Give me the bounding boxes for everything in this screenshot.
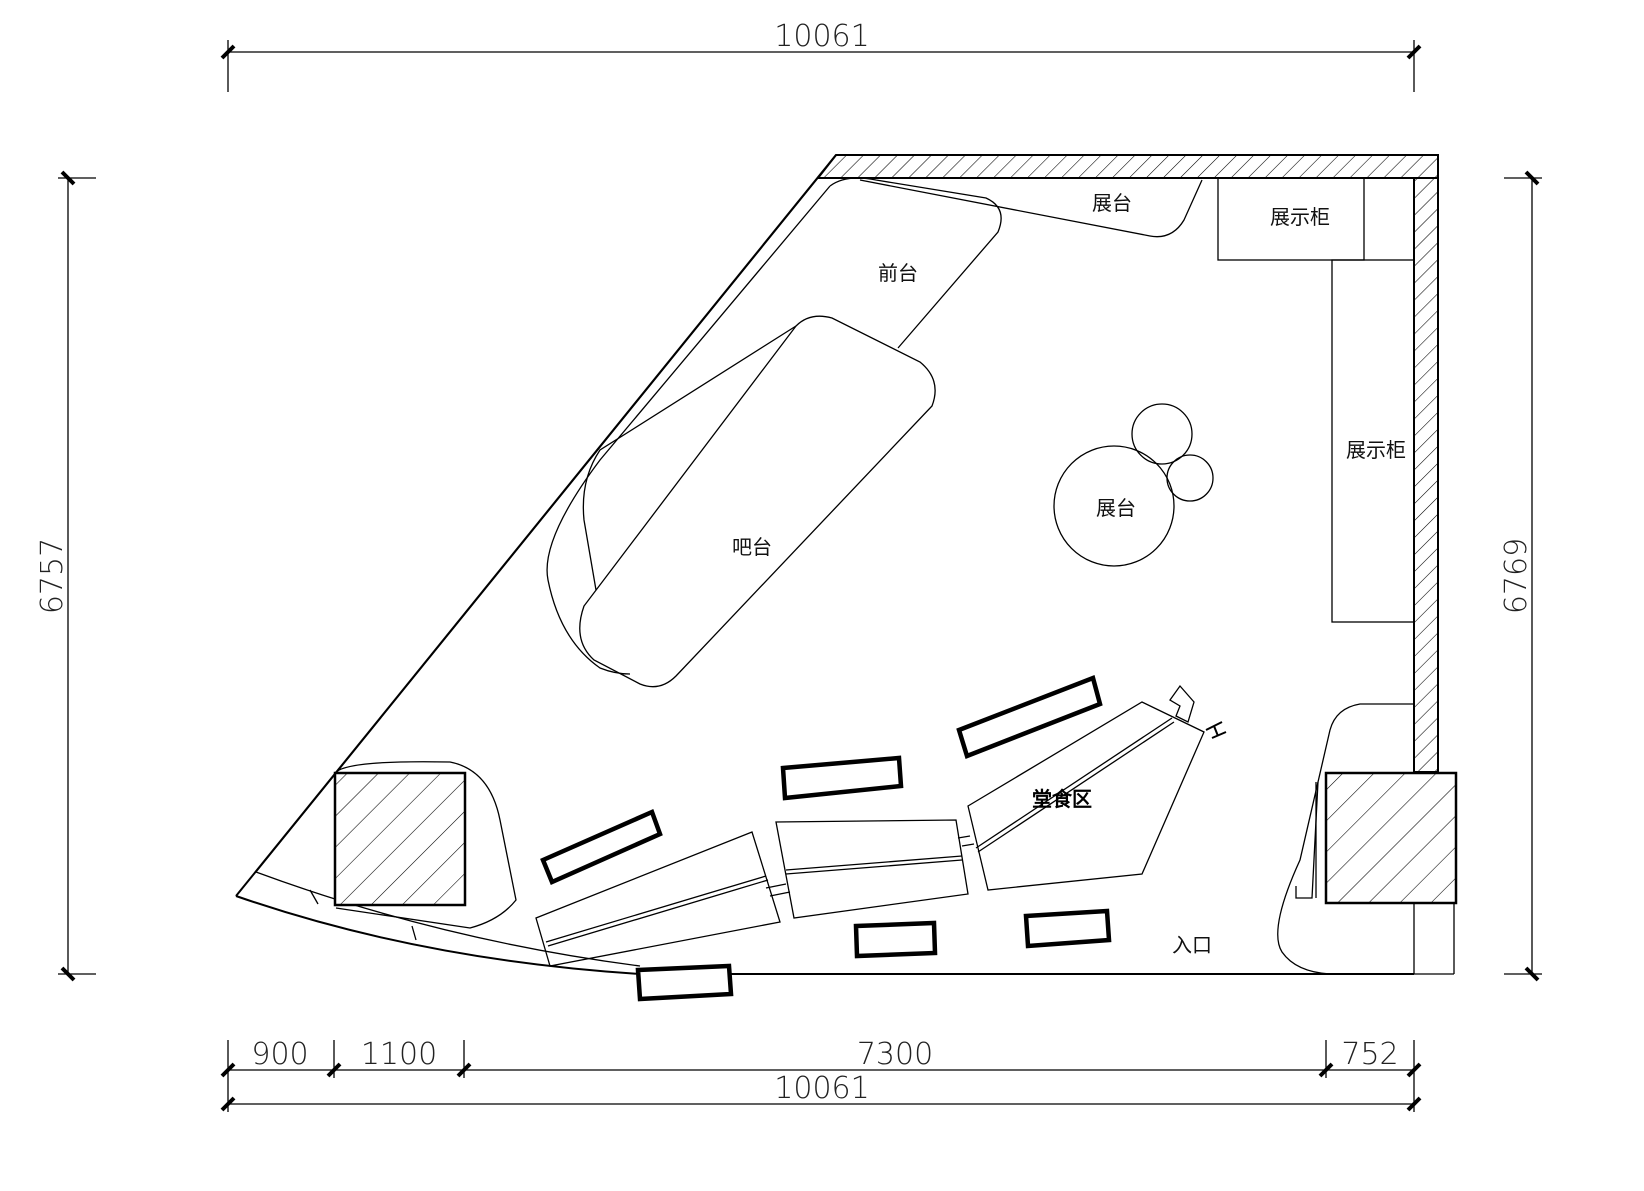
dimension-right: 6769 <box>1499 170 1542 982</box>
label-entrance: 入口 <box>1172 933 1212 957</box>
label-display-stand-round: 展台 <box>1096 496 1136 520</box>
dimension-bottom-segments: 900 1100 7300 752 <box>220 1037 1422 1112</box>
dimension-bottom-total-label: 10061 <box>774 1071 869 1106</box>
dimension-top-label: 10061 <box>774 19 869 54</box>
display-stand-top <box>859 179 1203 238</box>
door-marker <box>1169 684 1227 739</box>
dimension-left-label: 6757 <box>35 538 70 614</box>
display-stand-round <box>1053 403 1214 567</box>
label-display-cabinet-top: 展示柜 <box>1270 205 1330 229</box>
label-front-desk: 前台 <box>878 261 918 285</box>
bar-counter <box>579 315 936 688</box>
column-left <box>333 761 517 929</box>
dimension-right-label: 6769 <box>1499 538 1534 614</box>
dimension-left: 6757 <box>35 170 96 982</box>
dimension-bottom-total: 10061 <box>220 1071 1422 1112</box>
label-bar-counter: 吧台 <box>732 535 772 559</box>
column-right <box>1277 703 1458 975</box>
dimension-bottom-752: 752 <box>1341 1037 1398 1072</box>
dimension-top: 10061 <box>220 19 1422 92</box>
label-display-cabinet-right: 展示柜 <box>1346 438 1406 462</box>
dimension-bottom-7300: 7300 <box>857 1037 933 1072</box>
label-dining-area: 堂食区 <box>1032 787 1092 811</box>
dimension-bottom-900: 900 <box>251 1037 308 1072</box>
benches <box>540 674 1112 1002</box>
label-display-stand-top: 展台 <box>1092 191 1132 215</box>
front-desk <box>546 177 1002 675</box>
dining-tables <box>535 701 1205 967</box>
dimension-bottom-1100: 1100 <box>361 1037 437 1072</box>
display-cabinet-right <box>1331 259 1415 623</box>
walls <box>235 154 1455 975</box>
display-cabinet-top <box>1217 177 1365 261</box>
